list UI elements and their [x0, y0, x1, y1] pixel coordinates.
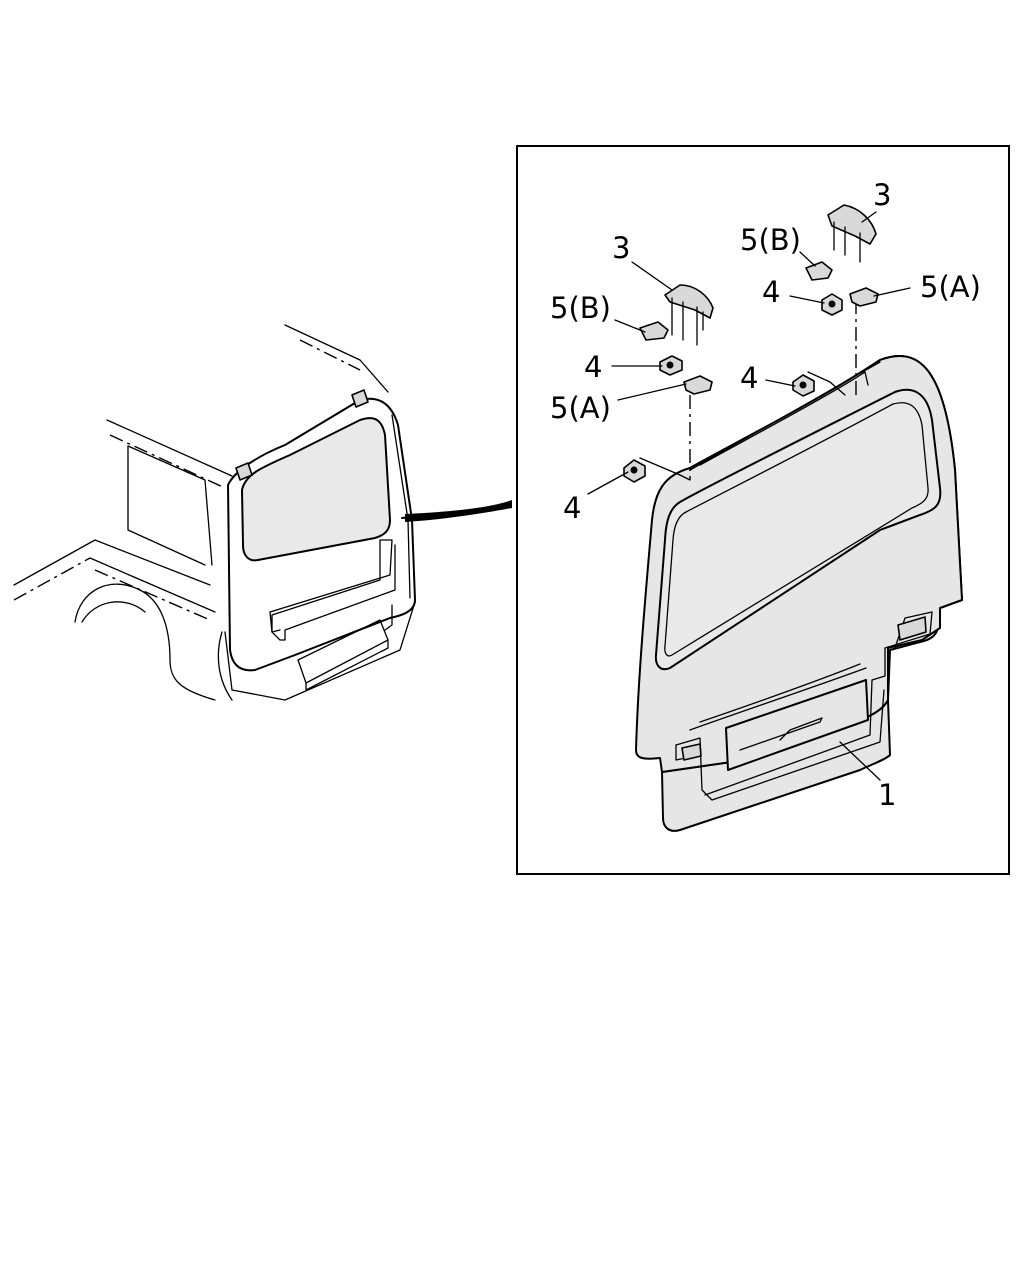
right-clip-cover-part [827, 204, 877, 263]
right-nut-lower-part [792, 371, 846, 397]
callout-right-nut-upper-2: 4 [740, 361, 758, 395]
leader-lines [587, 211, 911, 781]
right-clip-a-part [849, 287, 879, 307]
rear-door-trim-panel [635, 355, 963, 832]
left-clip-cover-part [664, 284, 714, 346]
callout-left-clip-a: 5(A) [550, 391, 611, 425]
detail-frame [516, 145, 1010, 875]
left-nut-upper-part [659, 355, 683, 376]
callout-left-clip-cover: 3 [612, 231, 630, 265]
van-rear-overview [13, 324, 512, 701]
right-clip-b-part [805, 261, 833, 281]
callout-right-clip-b: 5(B) [740, 223, 801, 257]
left-clip-b-part [639, 321, 669, 341]
left-nut-lower-part [623, 457, 691, 483]
right-nut-upper-part [821, 293, 843, 316]
callout-left-nut-lower: 4 [563, 491, 581, 525]
callout-right-clip-cover: 3 [873, 178, 891, 212]
callout-right-nut-upper: 4 [762, 275, 780, 309]
callout-left-clip-b: 5(B) [550, 291, 611, 325]
callout-right-clip-a: 5(A) [920, 270, 981, 304]
callout-left-nut-upper: 4 [584, 350, 602, 384]
left-clip-a-part [683, 375, 713, 395]
callout-trim-panel: 1 [878, 778, 896, 812]
